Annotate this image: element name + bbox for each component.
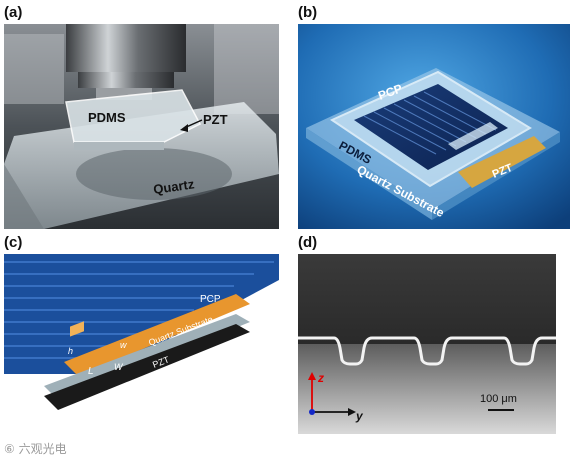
panel-b-label: (b) bbox=[298, 4, 318, 21]
label-z: z bbox=[317, 371, 324, 385]
label-quartz-a: Quartz bbox=[152, 176, 195, 197]
quartz-substrate-band bbox=[64, 294, 250, 376]
objective-lens bbox=[66, 24, 186, 72]
label-pdms-a: PDMS bbox=[88, 110, 126, 125]
pzt-element bbox=[458, 136, 546, 188]
label-pzt-a: PZT bbox=[203, 112, 228, 127]
pcp-area bbox=[354, 84, 508, 170]
pcp-layer bbox=[4, 254, 279, 374]
panel-d-sem: z y 100 μm bbox=[298, 254, 556, 434]
panel-b-render: PCP PDMS Quartz Substrate PZT bbox=[298, 24, 570, 229]
panel-c-scene: PCP Quartz Substrate PZT h w L W bbox=[4, 254, 279, 434]
panel-c-label: (c) bbox=[4, 234, 23, 251]
label-h: h bbox=[68, 346, 73, 356]
label-pcp-c: PCP bbox=[200, 294, 221, 305]
label-y: y bbox=[355, 409, 364, 423]
panel-a-photo: PDMS PZT Quartz bbox=[4, 24, 279, 229]
panel-a-scene: PDMS PZT Quartz bbox=[4, 24, 279, 229]
panel-d-label: (d) bbox=[298, 234, 318, 251]
pdms-block bbox=[65, 89, 202, 143]
label-w: w bbox=[120, 340, 127, 350]
panel-d-scene: z y 100 μm bbox=[298, 254, 556, 434]
label-W: W bbox=[114, 362, 124, 372]
origin-dot bbox=[309, 409, 315, 415]
panel-a-label: (a) bbox=[4, 4, 23, 21]
grating-profile bbox=[298, 336, 556, 366]
label-L: L bbox=[88, 366, 94, 377]
panel-c-schematic: PCP Quartz Substrate PZT h w L W bbox=[4, 254, 279, 434]
panel-b-scene: PCP PDMS Quartz Substrate PZT bbox=[298, 24, 570, 229]
watermark: ⑥ 六观光电 bbox=[4, 442, 67, 456]
substrate-teeth bbox=[70, 321, 84, 337]
scale-bar-label: 100 μm bbox=[480, 393, 517, 405]
pcp-gratings bbox=[363, 91, 497, 155]
